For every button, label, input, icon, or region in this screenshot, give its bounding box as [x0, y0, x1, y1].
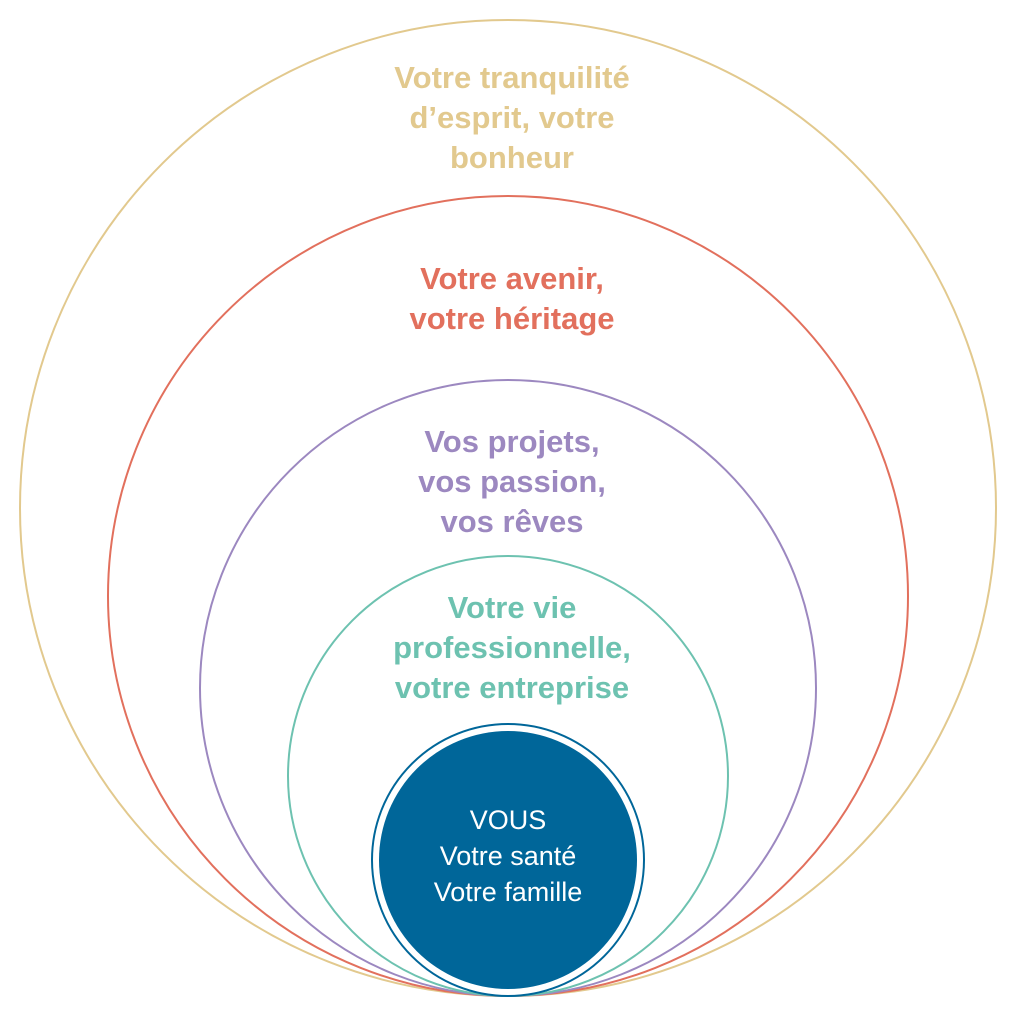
ring-third-line-1: Vos projets,: [424, 424, 600, 459]
ring-third-line-3: vos rêves: [440, 504, 584, 539]
ring-fourth-line-2: professionnelle,: [393, 630, 631, 665]
ring-second-line-1: Votre avenir,: [420, 261, 604, 296]
core-line-1: VOUS: [469, 805, 547, 835]
ring-outer-line-3: bonheur: [450, 140, 574, 175]
ring-fourth-line-1: Votre vie: [447, 590, 577, 625]
core-label: VOUS Votre santé Votre famille: [398, 802, 618, 910]
core-disc: [379, 731, 637, 989]
ring-fourth-line-3: votre entreprise: [394, 670, 630, 705]
core-line-2: Votre santé: [439, 841, 577, 871]
ring-third-line-2: vos passion,: [418, 464, 606, 499]
ring-outer-line-2: d’esprit, votre: [409, 100, 615, 135]
ring-second-label: Votre avenir, votre héritage: [0, 259, 1024, 339]
ring-fourth-label: Votre vie professionnelle, votre entrepr…: [0, 588, 1024, 708]
ring-third-label: Vos projets, vos passion, vos rêves: [0, 422, 1024, 542]
ring-second-line-2: votre héritage: [409, 301, 615, 336]
ring-outer-label: Votre tranquilité d’esprit, votre bonheu…: [0, 58, 1024, 178]
ring-outer-line-1: Votre tranquilité: [394, 60, 630, 95]
core-line-3: Votre famille: [433, 877, 583, 907]
